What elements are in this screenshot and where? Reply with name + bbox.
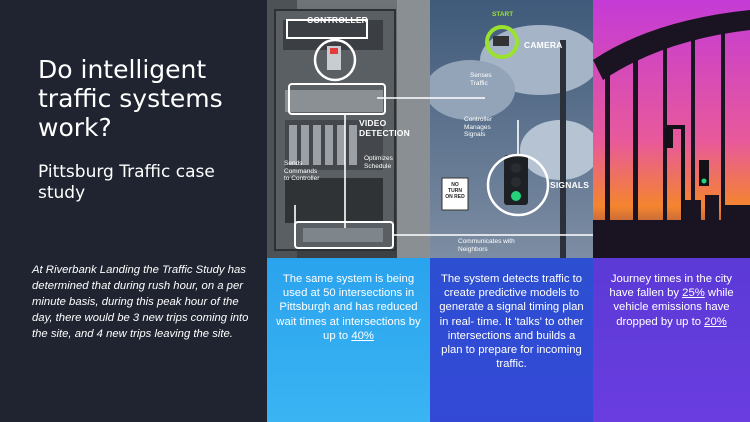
- senses-traffic-label: Senses Traffic: [470, 72, 492, 87]
- info-panel-system: The system detects traffic to create pre…: [430, 258, 593, 422]
- slide-title: Do intelligent traffic systems work?: [38, 55, 223, 142]
- panel3-percent-b: 20%: [704, 315, 727, 328]
- controller-label: CONTROLLER: [307, 15, 369, 25]
- slide-subtitle: Pittsburg Traffic case study: [38, 162, 215, 203]
- sunset-city-photo: [593, 0, 750, 258]
- controller-manages-label: Controller Manages Signals: [464, 116, 493, 138]
- video-detection-label: VIDEO DETECTION: [359, 118, 410, 138]
- camera-label: CAMERA: [524, 40, 563, 50]
- camera-signals-photo: START CAMERA Senses Traffic Controller M…: [430, 0, 593, 258]
- panel3-text-a: Journey times in the city have fallen by: [609, 273, 733, 300]
- panel1-text: The same system is being used at 50 inte…: [276, 273, 421, 342]
- start-label: START: [492, 11, 514, 18]
- panel3-text-b: while vehicle emissions have dropped by …: [613, 287, 734, 328]
- signals-label: SIGNALS: [550, 180, 590, 190]
- info-panel-journey: Journey times in the city have fallen by…: [593, 258, 750, 422]
- left-column: Do intelligent traffic systems work? Pit…: [0, 0, 267, 422]
- no-turn-sign: NO TURN ON RED: [445, 182, 465, 200]
- panel3-percent-a: 25%: [682, 287, 705, 300]
- panel1-percent: 40%: [351, 329, 374, 342]
- info-panel-results: The same system is being used at 50 inte…: [267, 258, 430, 422]
- slide-description: At Riverbank Landing the Traffic Study h…: [32, 264, 249, 340]
- panel2-text: The system detects traffic to create pre…: [439, 273, 584, 371]
- optimizes-label: Optimizes Schedule: [364, 155, 393, 170]
- sends-commands-label: Sends Commands to Controller: [284, 160, 320, 182]
- communicates-label: Communicates with Neighbors: [458, 238, 515, 253]
- controller-photo: CONTROLLER VIDEO DETECTION Sends Command…: [267, 0, 430, 258]
